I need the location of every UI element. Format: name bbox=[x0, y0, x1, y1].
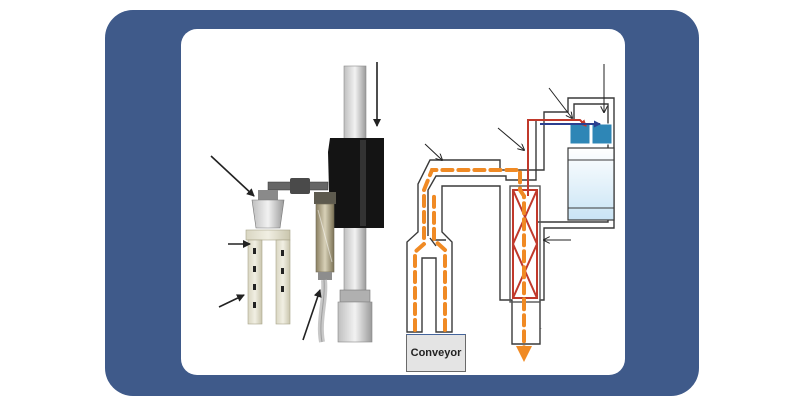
equipment-photo bbox=[245, 65, 384, 343]
u-tube-top bbox=[245, 229, 291, 241]
heating-element-coil-a bbox=[512, 189, 539, 299]
photo-callouts bbox=[210, 62, 381, 341]
filter-housing bbox=[251, 199, 285, 229]
filter-cell-right bbox=[591, 123, 613, 145]
u-tube-fasteners bbox=[253, 248, 284, 308]
callout-arrow-inlet bbox=[424, 143, 442, 160]
mast-base bbox=[337, 301, 373, 343]
schematic-callouts bbox=[424, 64, 604, 240]
control-box-edge bbox=[360, 140, 366, 226]
callout-arrow-riser bbox=[497, 127, 524, 150]
heater-head bbox=[314, 192, 336, 204]
callout-arrow-heater bbox=[302, 289, 322, 341]
conveyor-label: Conveyor bbox=[410, 347, 462, 359]
filter-cell-left bbox=[569, 123, 591, 145]
callout-arrow-filter-module bbox=[548, 87, 572, 118]
u-tube-right-leg bbox=[275, 239, 291, 325]
reservoir-tank bbox=[567, 147, 615, 221]
heating-element-coil-b bbox=[511, 189, 538, 299]
conveyor-label-box: Conveyor bbox=[406, 334, 466, 372]
filter-cap bbox=[258, 190, 278, 200]
callout-arrow-filter bbox=[210, 155, 255, 197]
flow-outlet-arrowhead bbox=[516, 346, 532, 362]
arm-fitting bbox=[290, 178, 310, 194]
mast-clamp bbox=[339, 289, 371, 303]
heater-outlet bbox=[318, 272, 332, 280]
collector-unit bbox=[567, 123, 615, 221]
pipe-outline bbox=[406, 97, 615, 345]
vacuum-flow-return bbox=[432, 194, 447, 332]
control-box bbox=[328, 138, 384, 228]
callout-arrow-u-tube-leg bbox=[218, 294, 245, 308]
vacuum-flow-path bbox=[413, 168, 526, 354]
u-tube-left-leg bbox=[247, 239, 263, 325]
tiny-mark: · bbox=[540, 326, 542, 332]
